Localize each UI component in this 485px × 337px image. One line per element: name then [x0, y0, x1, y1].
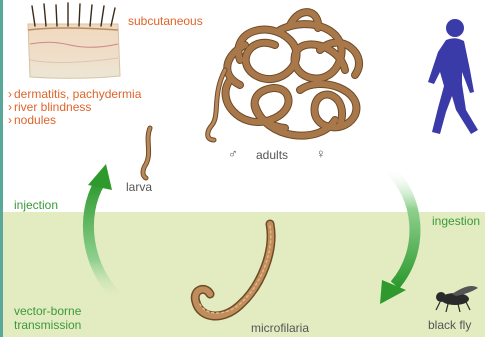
- larva-icon: [143, 128, 150, 178]
- disease-list: dermatitis, pachydermia river blindness …: [8, 88, 141, 127]
- transmission-label: transmission: [14, 318, 81, 332]
- injection-arrow: [88, 164, 122, 302]
- skin-cross-section-icon: [28, 3, 120, 78]
- microfilaria-label: microfilaria: [251, 321, 309, 335]
- vector-borne-label: vector-borne: [14, 304, 81, 318]
- injection-label: injection: [14, 198, 58, 212]
- ingestion-arrow: [380, 168, 415, 304]
- walking-human-icon: [428, 19, 478, 134]
- subcutaneous-label: subcutaneous: [128, 14, 203, 28]
- disease-item: nodules: [8, 114, 141, 127]
- male-symbol: ♂: [228, 146, 238, 161]
- larva-label: larva: [126, 180, 152, 194]
- black-fly-icon: [436, 286, 478, 312]
- female-symbol: ♀: [316, 146, 326, 161]
- microfilaria-icon: [195, 224, 271, 316]
- black-fly-label: black fly: [428, 318, 471, 332]
- adults-label: adults: [256, 148, 288, 162]
- adult-worms-icon: [208, 12, 359, 140]
- ingestion-label: ingestion: [432, 214, 480, 228]
